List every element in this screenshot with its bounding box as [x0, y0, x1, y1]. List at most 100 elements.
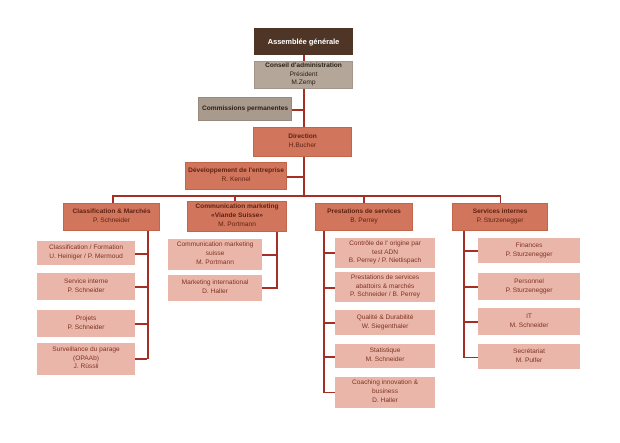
node-assemblee-generale: Assemblée générale	[254, 28, 353, 55]
node-title: Marketing international	[181, 279, 249, 287]
connector-rail	[112, 195, 501, 197]
node-subtitle: suisse	[205, 250, 225, 258]
node-role: Président	[289, 70, 318, 78]
node-unit-prestations-abattoirs-marches: Prestations de services abattoirs & marc…	[335, 272, 435, 302]
node-unit-projets: Projets P. Schneider	[37, 310, 135, 337]
connector-dept2-stub1	[262, 254, 276, 256]
node-person: M. Schneider	[509, 321, 549, 329]
node-title: Statistique	[369, 347, 401, 355]
connector-commissions-stub	[291, 109, 304, 111]
node-person: P. Schneider	[67, 286, 105, 294]
node-person: P. Sturzenegger	[505, 286, 553, 294]
connector-developpement-stub	[286, 176, 304, 178]
node-unit-statistique: Statistique M. Schneider	[335, 344, 435, 368]
node-person: P. Schneider	[67, 323, 105, 331]
node-person: B. Perrey	[350, 217, 378, 224]
node-title: Contrôle de l' origine par	[349, 239, 421, 247]
node-dept-prestations-services: Prestations de services B. Perrey	[315, 203, 413, 231]
node-unit-surveillance-parage: Surveillance du parage (OPAAb) J. Rüssli	[37, 343, 135, 375]
node-title: Communication marketing	[195, 203, 279, 211]
connector-dept1-stub4	[135, 358, 147, 360]
node-person: U. Heiniger / P. Mermoud	[49, 253, 123, 260]
node-title: IT	[526, 312, 532, 320]
node-person: M. Portmann	[196, 258, 234, 266]
node-subtitle: test ADN	[371, 248, 399, 256]
node-title: Assemblée générale	[267, 36, 340, 46]
node-person: M.Zemp	[291, 79, 316, 87]
node-person: B. Perrey / P. Nietlispach	[348, 257, 422, 265]
node-unit-communication-marketing-suisse: Communication marketing suisse M. Portma…	[168, 239, 262, 270]
connector-dept3-stub1	[323, 252, 335, 254]
connector-drop-dept4	[499, 195, 501, 203]
node-title: Surveillance du parage	[52, 345, 120, 353]
connector-spine-top	[303, 55, 305, 62]
node-title: Prestations de services	[327, 208, 401, 216]
node-title: Prestations de services	[350, 273, 420, 281]
node-person: H.Bucher	[288, 142, 317, 149]
connector-spine-mid	[303, 88, 305, 128]
node-title: Classification & Marchés	[72, 208, 151, 216]
node-title: Conseil d'administration	[265, 61, 342, 69]
node-title: Service interne	[64, 277, 108, 285]
connector-drop-dept3	[363, 195, 365, 203]
node-subtitle: (OPAAb)	[73, 354, 99, 362]
connector-dept1-vline	[147, 231, 149, 359]
connector-dept1-stub1	[135, 253, 147, 255]
node-person: D. Haller	[372, 396, 398, 404]
node-title: Commissions permanentes	[201, 104, 289, 112]
connector-drop-dept1	[112, 195, 114, 203]
node-dept-services-internes: Services internes P. Sturzenegger	[452, 203, 548, 231]
connector-dept1-stub3	[135, 323, 147, 325]
node-developpement-entreprise: Développement de l'entreprise R. Kennel	[185, 162, 287, 190]
node-title: Projets	[75, 314, 97, 322]
connector-dept4-stub1	[463, 250, 478, 252]
node-person: P. Schneider / B. Perrey	[350, 291, 420, 299]
node-person: W. Siegenthaler	[361, 322, 409, 330]
node-unit-marketing-international: Marketing international D. Haller	[168, 275, 262, 301]
node-title: Communication marketing	[176, 241, 254, 249]
node-conseil-administration: Conseil d'administration Président M.Zem…	[254, 61, 353, 89]
connector-drop-dept2	[234, 195, 236, 203]
node-direction: Direction H.Bucher	[253, 127, 352, 157]
connector-dept4-stub4	[463, 356, 478, 358]
connector-dept4-vline	[463, 231, 465, 358]
connector-dept3-stub3	[323, 322, 335, 324]
node-title: Développement de l'entreprise	[188, 167, 284, 175]
connector-dept3-vline	[323, 231, 325, 393]
node-person: J. Rüssli	[73, 363, 99, 371]
node-person: P. Sturzenegger	[476, 217, 524, 224]
node-title: Qualité & Durabilité	[356, 313, 414, 321]
node-title: Finances	[515, 241, 543, 249]
connector-dept3-stub4	[323, 356, 335, 358]
node-title: Direction	[288, 133, 317, 141]
node-person: M. Pulfer	[515, 356, 543, 364]
node-unit-classification-formation: Classification / Formation U. Heiniger /…	[37, 241, 135, 265]
node-commissions-permanentes: Commissions permanentes	[198, 97, 292, 121]
node-title: Secrétariat	[513, 347, 545, 355]
node-title: Services internes	[472, 208, 528, 216]
node-title: Classification / Formation	[48, 244, 124, 252]
node-title: Coaching innovation &	[352, 379, 418, 387]
node-dept-classification-marches: Classification & Marchés P. Schneider	[63, 203, 160, 231]
node-unit-qualite-durabilite: Qualité & Durabilité W. Siegenthaler	[335, 310, 435, 335]
node-person: R. Kennel	[221, 176, 251, 183]
node-unit-coaching-innovation-business: Coaching innovation & business D. Haller	[335, 377, 435, 408]
node-person: P. Sturzenegger	[505, 250, 553, 258]
connector-dept3-stub5	[323, 391, 335, 393]
node-unit-controle-origine-adn: Contrôle de l' origine par test ADN B. P…	[335, 238, 435, 268]
node-person: M. Portmann	[218, 220, 256, 228]
node-title: Personnel	[514, 277, 544, 285]
connector-dept3-stub2	[323, 287, 335, 289]
node-subtitle: «Viande Suisse»	[211, 212, 263, 220]
connector-dept2-stub2	[262, 287, 278, 289]
node-person: D. Haller	[202, 288, 228, 295]
node-person: P. Schneider	[93, 217, 130, 224]
node-unit-finances: Finances P. Sturzenegger	[478, 238, 580, 263]
node-unit-it: IT M. Schneider	[478, 308, 580, 335]
connector-dept1-stub2	[135, 286, 147, 288]
node-unit-personnel: Personnel P. Sturzenegger	[478, 273, 580, 300]
node-subtitle: abattoirs & marchés	[355, 282, 415, 290]
node-unit-service-interne: Service interne P. Schneider	[37, 273, 135, 300]
node-person: M. Schneider	[365, 356, 405, 363]
